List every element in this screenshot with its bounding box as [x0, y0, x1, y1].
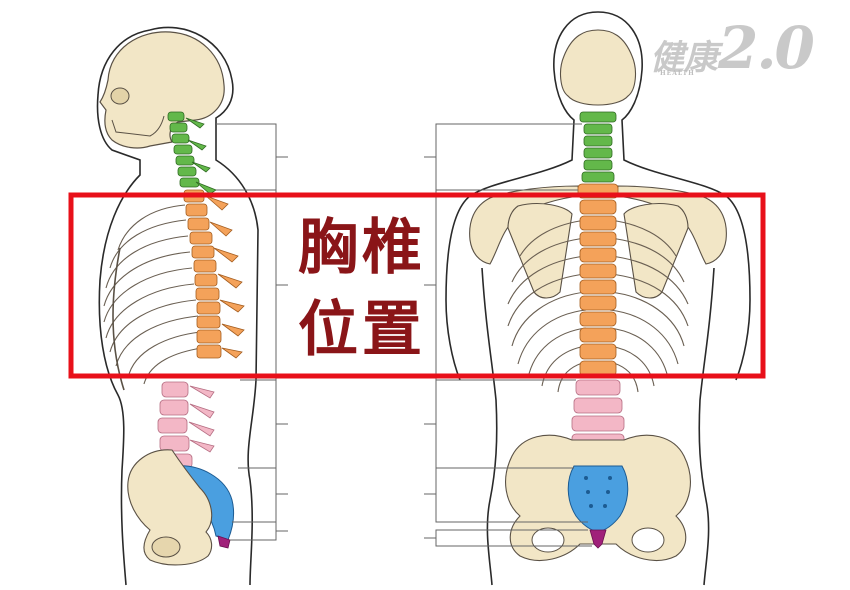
lateral-thoracic — [183, 189, 245, 359]
lateral-label-lines — [216, 123, 288, 541]
lateral-cervical — [167, 111, 217, 195]
highlight-label-line2: 位置 — [298, 295, 426, 365]
brand-logo-cjk: 健康 — [650, 38, 718, 78]
lateral-jaw — [111, 115, 165, 137]
posterior-skull — [559, 29, 637, 106]
posterior-thoracic — [577, 183, 619, 377]
lateral-eye-socket — [110, 87, 130, 105]
lateral-hip-socket — [151, 536, 181, 558]
posterior-scapula-right — [623, 203, 689, 299]
highlight-label-line1: 胸椎 — [298, 213, 426, 283]
lateral-lumbar — [157, 381, 215, 469]
posterior-scapula-left — [507, 203, 573, 299]
posterior-obturator-right — [631, 527, 665, 553]
thoracic-highlight-box — [68, 192, 766, 379]
posterior-body-outline — [445, 11, 751, 586]
posterior-coccyx — [589, 529, 607, 549]
posterior-ribs — [507, 219, 689, 393]
posterior-cervical — [579, 111, 617, 183]
brand-logo-number: 2.0 — [718, 14, 815, 82]
brand-logo-sub: HEALTH — [660, 70, 695, 77]
lateral-coccyx — [217, 535, 231, 549]
lateral-pelvis — [127, 449, 213, 566]
posterior-label-lines — [424, 123, 592, 547]
posterior-obturator-left — [531, 527, 565, 553]
posterior-sacral-foramina — [584, 476, 612, 508]
lateral-ribcage — [103, 204, 203, 391]
posterior-figure — [424, 11, 751, 586]
lateral-figure — [96, 26, 288, 586]
